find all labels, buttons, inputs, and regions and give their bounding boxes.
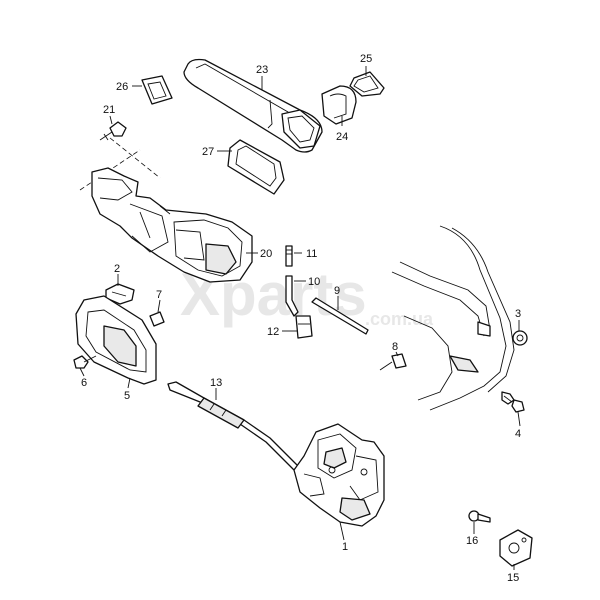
callout-13: 13 bbox=[210, 377, 222, 389]
callout-6: 6 bbox=[81, 377, 87, 389]
leader-lines bbox=[79, 66, 521, 570]
callout-20: 20 bbox=[260, 248, 272, 260]
part-1-door-lock[interactable] bbox=[293, 423, 385, 527]
callout-23: 23 bbox=[256, 64, 268, 76]
part-25-gasket[interactable] bbox=[349, 71, 385, 97]
part-9-rod[interactable] bbox=[311, 297, 369, 335]
part-4-bolt[interactable] bbox=[501, 391, 525, 413]
callout-2: 2 bbox=[114, 263, 120, 275]
callout-9: 9 bbox=[334, 285, 340, 297]
callout-1: 1 bbox=[342, 541, 348, 553]
callout-27: 27 bbox=[202, 146, 214, 158]
callout-16: 16 bbox=[466, 535, 478, 547]
part-26-gasket[interactable] bbox=[141, 75, 173, 105]
part-23-door-handle[interactable] bbox=[183, 58, 323, 153]
part-15-striker[interactable] bbox=[499, 529, 533, 567]
part-6-screw[interactable] bbox=[73, 355, 97, 369]
callout-24: 24 bbox=[336, 131, 348, 143]
callout-8: 8 bbox=[392, 341, 398, 353]
callout-10: 10 bbox=[308, 276, 320, 288]
callout-7: 7 bbox=[156, 289, 162, 301]
callout-15: 15 bbox=[507, 572, 519, 584]
part-21-screw[interactable] bbox=[99, 121, 127, 141]
callout-21: 21 bbox=[103, 104, 115, 116]
part-13-cable[interactable] bbox=[167, 381, 299, 471]
callout-26: 26 bbox=[116, 81, 128, 93]
part-5-inner-handle[interactable] bbox=[75, 295, 157, 385]
callout-labels: 23 26 25 24 21 27 20 11 10 12 9 2 7 5 6 … bbox=[81, 53, 521, 584]
part-10-rod[interactable] bbox=[285, 275, 299, 317]
door-frame bbox=[391, 225, 515, 411]
callout-25: 25 bbox=[360, 53, 372, 65]
watermark-sub: .com.ua bbox=[365, 309, 434, 329]
part-7-clip-nut[interactable] bbox=[149, 311, 165, 327]
callout-3: 3 bbox=[515, 308, 521, 320]
part-8-bracket[interactable] bbox=[379, 353, 407, 371]
part-11-pin[interactable] bbox=[285, 245, 293, 267]
part-27-seal[interactable] bbox=[227, 139, 285, 195]
part-3-cap[interactable] bbox=[512, 330, 528, 346]
callout-5: 5 bbox=[124, 390, 130, 402]
part-24-lock-cover[interactable] bbox=[321, 85, 357, 125]
part-16-bolt[interactable] bbox=[468, 510, 491, 523]
part-20-handle-carrier[interactable] bbox=[91, 167, 253, 283]
callout-12: 12 bbox=[267, 326, 279, 338]
callout-11: 11 bbox=[306, 248, 317, 260]
callout-4: 4 bbox=[515, 428, 521, 440]
part-12-clip[interactable] bbox=[295, 315, 313, 339]
